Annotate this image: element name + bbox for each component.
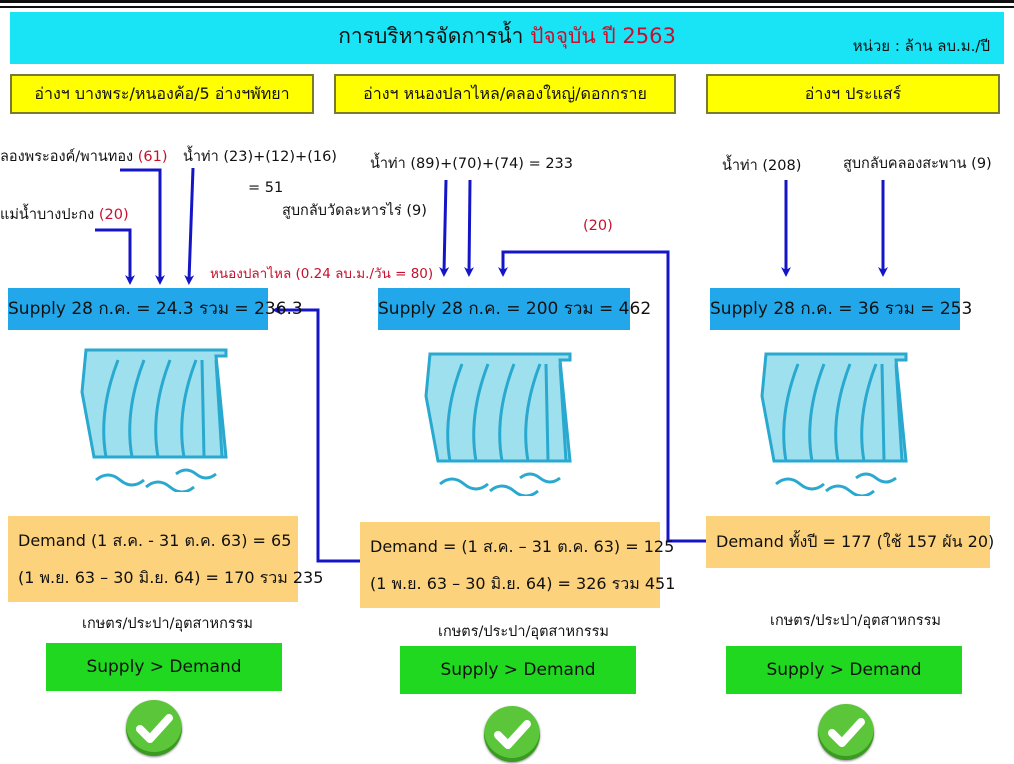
checkmark-icon (818, 704, 874, 760)
group-title-bangphra: อ่างฯ บางพระ/หนองค้อ/5 อ่างฯพัทยา (10, 74, 314, 114)
status-box-1: Supply > Demand (46, 643, 282, 691)
dam-icon (760, 352, 908, 496)
arrow-runoff-2b (464, 179, 475, 277)
status-box-3: Supply > Demand (726, 646, 962, 694)
label-transfer-note: หนองปลาไหล (0.24 ลบ.ม./วัน = 80) (210, 266, 434, 282)
checkmark-icon (126, 700, 182, 756)
arrow-runoff-2a (439, 179, 450, 277)
top-border-line-thin (0, 6, 1014, 8)
supply-box-3: Supply 28 ก.ค. = 36 รวม = 253 (710, 288, 972, 330)
label-pumpback-3: สูบกลับคลองสะพาน (9) (843, 156, 992, 172)
water-wave-icon (439, 472, 561, 496)
arrow-transfer-prasae (498, 250, 706, 543)
status-box-2: Supply > Demand (400, 646, 636, 694)
title-main: การบริหารจัดการน้ำ (338, 24, 524, 48)
label-mae-nam: แม่น้ำบางปะกง (20) (0, 203, 129, 226)
label-runoff-1: น้ำท่า (23)+(12)+(16) (183, 149, 337, 165)
mae-nam-name: แม่น้ำบางปะกง (0, 207, 95, 223)
supply-box-1: Supply 28 ก.ค. = 24.3 รวม = 236.3 (8, 288, 303, 330)
header-banner: การบริหารจัดการน้ำ ปัจจุบัน ปี 2563 หน่ว… (10, 12, 1004, 64)
supply-box-2: Supply 28 ก.ค. = 200 รวม = 462 (378, 288, 651, 330)
mae-nam-value: (20) (98, 207, 129, 223)
arrow-khlong (120, 168, 165, 285)
arrow-mae-nam (95, 228, 135, 285)
label-khlong: ลองพระองค์/พานทอง (61) (0, 145, 168, 168)
group-title-prasae: อ่างฯ ประแสร์ (706, 74, 1000, 114)
water-wave-icon (95, 468, 217, 492)
demand-3-line1: Demand ทั้งปี = 177 (ใช้ 157 ผัน 20) (716, 532, 995, 551)
demand-box-2: Demand = (1 ส.ค. – 31 ต.ค. 63) = 125 (1 … (360, 522, 676, 608)
label-runoff-2: น้ำท่า (89)+(70)+(74) = 233 (370, 156, 573, 172)
demand-box-3: Demand ทั้งปี = 177 (ใช้ 157 ผัน 20) (706, 516, 995, 568)
arrow-transfer-nongplalai (272, 305, 360, 563)
label-runoff-3: น้ำท่า (208) (722, 158, 802, 174)
label-runoff-1-total: = 51 (248, 180, 284, 196)
sector-label-2: เกษตร/ประปา/อุตสาหกรรม (438, 624, 609, 640)
top-border-line (0, 0, 1014, 3)
page-title: การบริหารจัดการน้ำ ปัจจุบัน ปี 2563 (10, 20, 1004, 53)
arrow-runoff-1 (184, 167, 195, 285)
unit-label: หน่วย : ล้าน ลบ.ม./ปี (852, 37, 990, 55)
demand-2-line2: (1 พ.ย. 63 – 30 มิ.ย. 64) = 326 รวม 451 (370, 574, 676, 593)
khlong-value: (61) (137, 149, 168, 165)
label-transfer-value: (20) (583, 218, 613, 234)
dam-icon (80, 348, 228, 492)
title-year: ปัจจุบัน ปี 2563 (530, 24, 676, 48)
sector-label-1: เกษตร/ประปา/อุตสาหกรรม (82, 616, 253, 632)
demand-1-line2: (1 พ.ย. 63 – 30 มิ.ย. 64) = 170 รวม 235 (18, 568, 324, 587)
khlong-name: ลองพระองค์/พานทอง (0, 149, 134, 165)
dam-icon (424, 352, 572, 496)
checkmark-icon (484, 706, 540, 762)
label-pumpback-2: สูบกลับวัดละหารไร่ (9) (282, 203, 427, 219)
water-wave-icon (775, 472, 897, 496)
group-title-nongplalai: อ่างฯ หนองปลาไหล/คลองใหญ่/ดอกกราย (334, 74, 676, 114)
sector-label-3: เกษตร/ประปา/อุตสาหกรรม (770, 613, 941, 629)
demand-1-line1: Demand (1 ส.ค. - 31 ต.ค. 63) = 65 (18, 531, 292, 550)
demand-2-line1: Demand = (1 ส.ค. – 31 ต.ค. 63) = 125 (370, 537, 675, 556)
demand-box-1: Demand (1 ส.ค. - 31 ต.ค. 63) = 65 (1 พ.ย… (8, 516, 324, 602)
